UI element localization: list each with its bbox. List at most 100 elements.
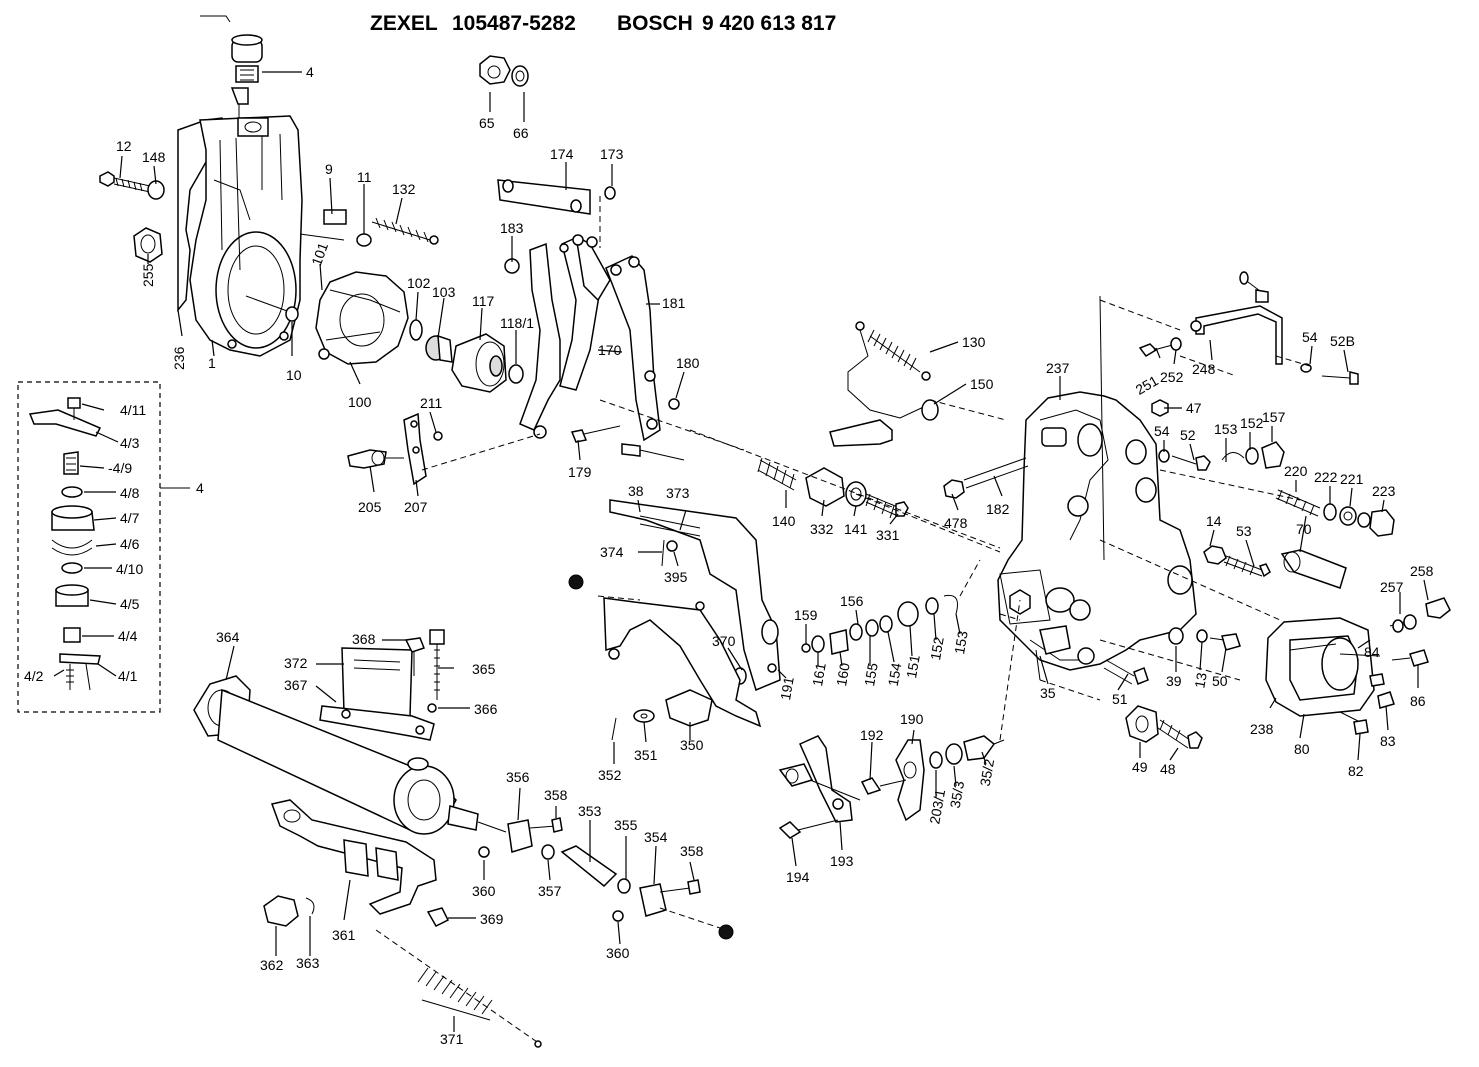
- callout-1: 1: [208, 355, 216, 371]
- callout-251: 251: [1133, 372, 1161, 398]
- adjuster-220-drawing: [1275, 489, 1395, 537]
- callout-174: 174: [550, 146, 574, 162]
- callout-4-11: 4/11: [120, 402, 146, 418]
- callout-367: 367: [284, 677, 308, 693]
- callout-237: 237: [1046, 360, 1070, 376]
- callout-4-10: 4/10: [116, 561, 143, 577]
- callout-238: 238: [1250, 721, 1274, 737]
- callout-4-3: 4/3: [120, 435, 140, 451]
- callout-194: 194: [786, 869, 810, 885]
- callout-154: 154: [885, 661, 905, 687]
- stop-link-193-drawing: [778, 735, 861, 839]
- rod-182-drawing: [943, 457, 1029, 499]
- callout-355: 355: [614, 817, 638, 833]
- callout-148: 148: [142, 149, 166, 165]
- lower-fasteners-drawing: [1035, 627, 1241, 749]
- callout-363: 363: [296, 955, 320, 971]
- callout-373: 373: [666, 485, 690, 501]
- callout-141: 141: [844, 521, 868, 537]
- callout-84: 84: [1364, 644, 1380, 660]
- callout-153-mid: 153: [951, 629, 971, 655]
- callout-236: 236: [171, 346, 187, 370]
- callout-255: 255: [140, 263, 156, 287]
- header: ZEXEL 105487-5282 BOSCH 9 420 613 817: [370, 12, 836, 35]
- callout-368: 368: [352, 631, 376, 647]
- callout-248: 248: [1192, 361, 1216, 377]
- leader-lines: [53, 71, 1429, 1032]
- callout-156: 156: [840, 593, 864, 609]
- callout-258: 258: [1410, 563, 1434, 579]
- callout-117: 117: [472, 293, 495, 309]
- callout-205: 205: [358, 499, 382, 515]
- callout-151: 151: [903, 653, 923, 679]
- callout-49: 49: [1132, 759, 1148, 775]
- callout-labels: 4 65 66 174 173 12 148 9 11 132 183 255 …: [24, 64, 1434, 1047]
- callout-160: 160: [833, 661, 853, 687]
- callout-4-2: 4/2: [24, 668, 44, 684]
- callout-372: 372: [284, 655, 308, 671]
- callout-4-1: 4/1: [118, 668, 138, 684]
- callout-370: 370: [712, 633, 736, 649]
- spring-lever-drawing: [829, 321, 939, 447]
- callout-4-5: 4/5: [120, 596, 140, 612]
- callout-211: 211: [420, 395, 443, 411]
- callout-192: 192: [860, 727, 884, 743]
- callout-152-top: 152: [1240, 415, 1264, 431]
- linkage-rod-353-drawing: [478, 817, 734, 940]
- callout-118-1: 118/1: [500, 315, 534, 331]
- brand-zexel: ZEXEL: [370, 12, 438, 35]
- stop-lever-190-drawing: [860, 735, 1005, 822]
- part-4-detail-box: [17, 381, 190, 713]
- callout-80: 80: [1294, 741, 1310, 757]
- callout-360-top: 360: [472, 883, 496, 899]
- callout-86: 86: [1410, 693, 1426, 709]
- callout-48: 48: [1160, 761, 1176, 777]
- callout-10: 10: [286, 367, 302, 383]
- callout-374: 374: [600, 544, 624, 560]
- lower-bracket-361-drawing: [263, 799, 542, 1048]
- callout-54-mid: 54: [1154, 423, 1170, 439]
- callout-371: 371: [440, 1031, 464, 1047]
- callout-161: 161: [809, 661, 829, 687]
- callout-65: 65: [479, 115, 495, 131]
- callout-14: 14: [1206, 513, 1222, 529]
- callout-221: 221: [1340, 471, 1364, 487]
- callout-53: 53: [1236, 523, 1252, 539]
- callout-182: 182: [986, 501, 1010, 517]
- callout-9: 9: [325, 161, 333, 177]
- callout-100: 100: [348, 394, 372, 410]
- callout-103: 103: [432, 284, 456, 300]
- callout-152-mid: 152: [927, 635, 947, 661]
- callout-351: 351: [634, 747, 658, 763]
- callout-150: 150: [970, 376, 994, 392]
- callout-35-2: 35/2: [977, 758, 998, 788]
- callout-66: 66: [513, 125, 529, 141]
- callout-365: 365: [472, 661, 496, 677]
- callout-352: 352: [598, 767, 622, 783]
- callout-331: 331: [876, 527, 900, 543]
- bracket-38-drawing: [568, 499, 781, 728]
- mounting-bracket-367-drawing: [319, 629, 445, 741]
- callout-47: 47: [1186, 400, 1202, 416]
- callout-350: 350: [680, 737, 704, 753]
- callout-332: 332: [810, 521, 834, 537]
- callout-70: 70: [1296, 521, 1312, 537]
- control-sleeve-parts-drawing: [757, 457, 909, 519]
- callout-183: 183: [500, 220, 524, 236]
- callout-354: 354: [644, 829, 668, 845]
- callout-191: 191: [777, 675, 797, 701]
- callout-102: 102: [407, 275, 431, 291]
- callout-252: 252: [1160, 369, 1184, 385]
- callout-181: 181: [662, 295, 686, 311]
- callout-54-top: 54: [1302, 329, 1318, 345]
- callout-173: 173: [600, 146, 624, 162]
- callout-159: 159: [794, 607, 818, 623]
- callout-4-9: -4/9: [108, 460, 132, 476]
- callout-223: 223: [1372, 483, 1396, 499]
- callout-12: 12: [116, 138, 132, 154]
- callout-50: 50: [1212, 673, 1228, 689]
- callout-51: 51: [1112, 691, 1128, 707]
- callout-395: 395: [664, 569, 688, 585]
